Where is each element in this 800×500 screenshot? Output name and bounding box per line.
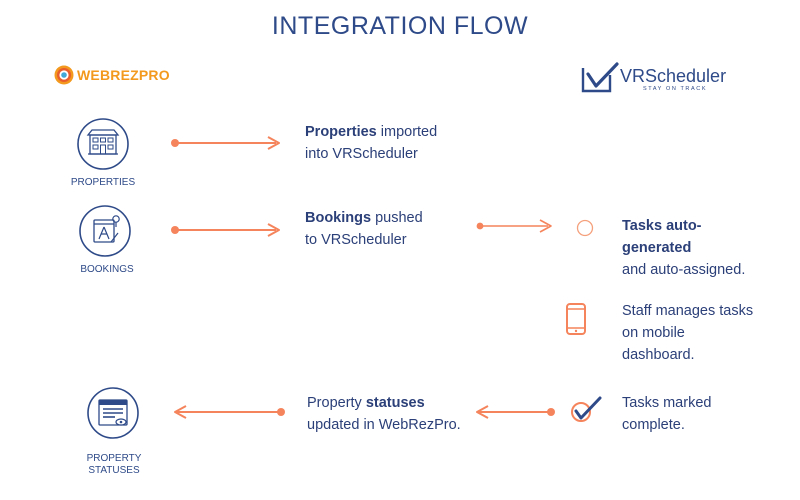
- vrscheduler-logo-icon: [581, 62, 619, 93]
- task-mobile-text: Staff manages tasks on mobile dashboard.: [622, 300, 792, 366]
- webrezpro-logo-icon: [54, 65, 74, 85]
- tasks-to-statuses-arrow: [476, 405, 555, 419]
- statuses-to-webrezpro-arrow: [174, 405, 285, 419]
- step-bookings-rest: pushed: [371, 210, 423, 226]
- calendar-icon: [79, 205, 131, 257]
- page-title: INTEGRATION FLOW: [271, 12, 529, 40]
- task-mobile-line2: on mobile: [622, 325, 685, 341]
- task-complete-line2: complete.: [622, 417, 685, 433]
- property-statuses-label-line2: STATUSES: [88, 465, 140, 476]
- task-generated-bold-line1: Tasks auto-: [622, 218, 702, 234]
- step-bookings-text: Bookings pushed to VRScheduler: [305, 207, 485, 251]
- step-bookings-bold: Bookings: [305, 210, 372, 226]
- step-properties-bold: Properties: [305, 124, 377, 140]
- property-statuses-label: PROPERTY STATUSES: [71, 453, 157, 477]
- properties-label: PROPERTIES: [70, 177, 136, 188]
- task-generated-bold-line2: generated: [622, 240, 692, 256]
- task-complete-line1: Tasks marked: [622, 395, 712, 411]
- property-statuses-label-line1: PROPERTY: [86, 453, 142, 464]
- task-mobile-line3: dashboard.: [622, 347, 695, 363]
- step-statuses-text: Property statuses updated in WebRezPro.: [307, 392, 507, 436]
- step-properties-line2: into VRScheduler: [305, 146, 418, 162]
- step-bookings-line2: to VRScheduler: [305, 232, 407, 248]
- checkmark-icon: [571, 396, 602, 422]
- task-mobile-line1: Staff manages tasks: [622, 303, 754, 319]
- step-statuses-bold: statuses: [365, 395, 425, 411]
- step-properties-text: Properties imported into VRScheduler: [305, 121, 505, 165]
- task-complete-text: Tasks marked complete.: [622, 392, 792, 436]
- vrscheduler-tagline: STAY ON TRACK: [643, 86, 708, 92]
- building-icon: [77, 118, 129, 170]
- bookings-arrow: [171, 223, 280, 237]
- properties-arrow: [171, 136, 280, 150]
- bookings-label: BOOKINGS: [80, 264, 134, 275]
- step-statuses-pre: Property: [307, 395, 366, 411]
- step-statuses-line2: updated in WebRezPro.: [307, 417, 461, 433]
- mobile-phone-icon: [566, 303, 586, 335]
- webrezpro-logo-text: WEBREZPRO: [77, 67, 170, 83]
- vrscheduler-logo-text: VRScheduler: [620, 66, 727, 86]
- step-properties-rest: imported: [376, 124, 438, 140]
- circle-icon: [576, 219, 594, 237]
- vrscheduler-logo: VRScheduler STAY ON TRACK: [580, 62, 730, 96]
- task-generated-line3: and auto-assigned.: [622, 262, 746, 278]
- webrezpro-logo: WEBREZPRO: [54, 64, 170, 86]
- bookings-to-tasks-arrow: [476, 219, 552, 233]
- task-generated-text: Tasks auto- generated and auto-assigned.: [622, 215, 792, 281]
- dashboard-icon: [87, 387, 139, 439]
